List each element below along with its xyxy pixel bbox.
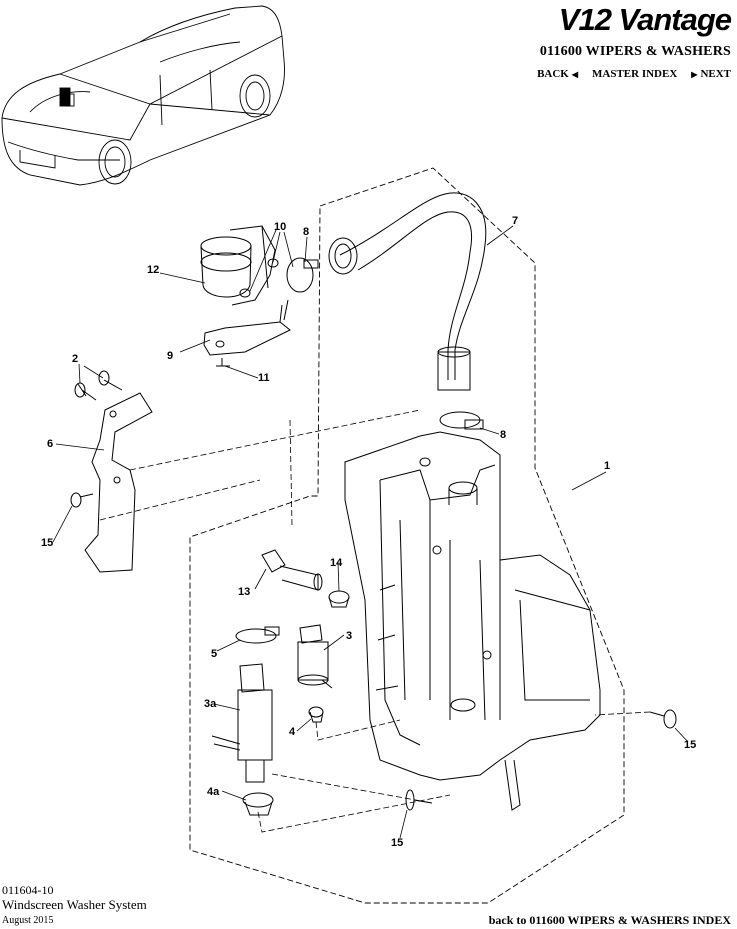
back-link[interactable]: BACK◀ (537, 68, 581, 80)
brand-logo: V12 Vantage (558, 2, 732, 37)
callout-15-right: 15 (684, 739, 696, 751)
back-label: BACK (537, 68, 569, 80)
next-arrow-icon: ▶ (691, 70, 698, 79)
next-label: NEXT (700, 68, 731, 80)
section-title: 011600 WIPERS & WASHERS (539, 44, 731, 59)
callout-5: 5 (211, 648, 217, 660)
part-callouts: 1 2 3 3a 4 4a 5 6 7 8 8 9 10 11 12 13 14… (41, 215, 696, 849)
callout-11: 11 (258, 372, 270, 384)
callout-8-bottom: 8 (500, 429, 506, 441)
callout-2: 2 (72, 353, 78, 365)
callout-3a: 3a (204, 698, 217, 710)
back-arrow-icon: ◀ (571, 70, 579, 79)
callout-1: 1 (604, 460, 610, 472)
car-thumbnail (1, 5, 285, 186)
diagram-date: August 2015 (2, 915, 54, 926)
next-link[interactable]: ▶NEXT (688, 68, 731, 80)
callout-8-top: 8 (303, 226, 309, 238)
diagram-reference: 011604-10 (2, 883, 54, 897)
callout-7: 7 (512, 215, 518, 227)
callout-9: 9 (167, 350, 173, 362)
callout-12: 12 (147, 264, 159, 276)
callout-4a: 4a (207, 786, 220, 798)
callout-3: 3 (346, 630, 352, 642)
nav-bar: BACK◀ MASTER INDEX ▶NEXT (537, 68, 731, 80)
back-to-index-link[interactable]: back to 011600 WIPERS & WASHERS INDEX (488, 913, 731, 927)
callout-4: 4 (289, 726, 296, 738)
callout-10: 10 (274, 221, 286, 233)
callout-6: 6 (47, 438, 53, 450)
diagram-title: Windscreen Washer System (2, 897, 147, 912)
master-index-link[interactable]: MASTER INDEX (592, 68, 678, 80)
callout-13: 13 (238, 586, 250, 598)
callout-15-left: 15 (41, 537, 53, 549)
callout-15-bottom: 15 (391, 837, 403, 849)
callout-14: 14 (330, 557, 343, 569)
